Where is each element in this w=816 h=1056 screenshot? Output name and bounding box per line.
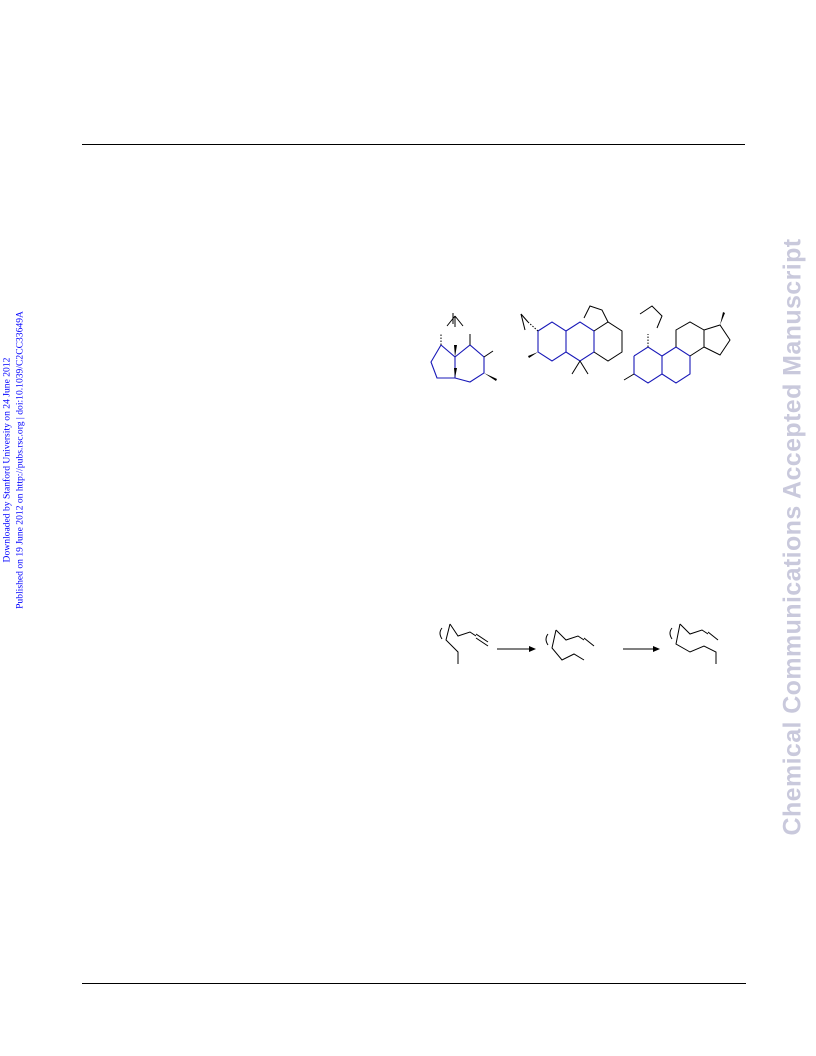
scheme-arrow-1 [497, 646, 536, 652]
structure-2-ring-b [565, 321, 595, 362]
structure-1-bicyclic [430, 313, 497, 383]
structure-3-ring-d [703, 324, 731, 356]
structure-1-cyclohexane [454, 344, 485, 383]
reaction-scheme [439, 623, 719, 664]
structure-3-ring-b [661, 346, 691, 384]
structure-2-ring-a [537, 321, 567, 362]
structure-3-ring-c [675, 321, 705, 357]
structure-2-tetracyclic [520, 305, 623, 375]
top-rule [82, 144, 745, 145]
scheme-compound-3 [669, 623, 719, 664]
scheme-compound-2 [545, 629, 595, 661]
structure-3-steroid [623, 305, 731, 384]
bottom-rule [82, 983, 746, 984]
scheme-arrow-2 [623, 646, 660, 652]
scheme-compound-1 [439, 623, 489, 664]
structure-1-cyclopentane [430, 344, 456, 379]
structure-2-aromatic-ring [593, 321, 623, 362]
structure-3-ring-a [633, 346, 663, 384]
